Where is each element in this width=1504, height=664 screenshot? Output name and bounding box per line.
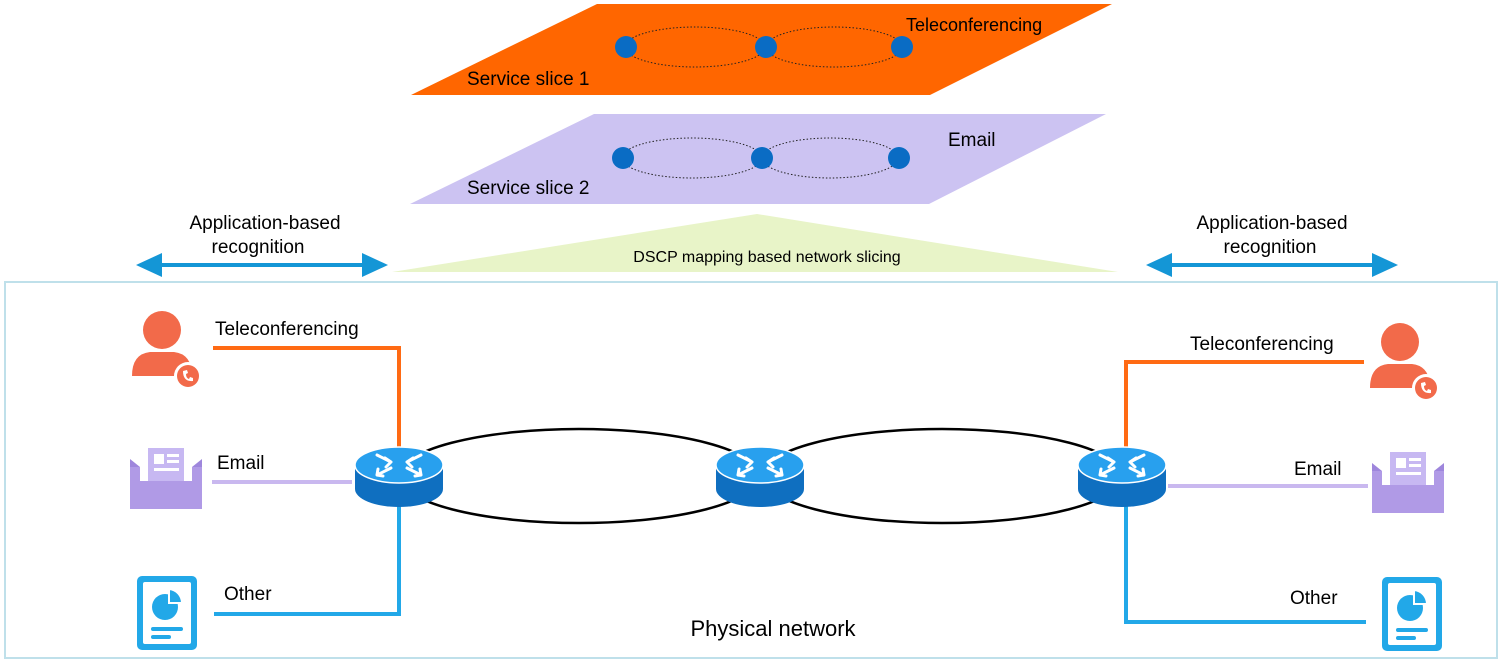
slice-1-node bbox=[755, 36, 777, 58]
report-icon bbox=[1381, 576, 1443, 652]
recognition-left-line1: Application-based bbox=[189, 213, 340, 234]
slice-1-node bbox=[615, 36, 637, 58]
left-access-links bbox=[212, 346, 401, 616]
slice-1-node bbox=[891, 36, 913, 58]
recognition-left-line2: recognition bbox=[212, 237, 305, 258]
slice-2-app-label: Email bbox=[948, 130, 996, 151]
recognition-right: Application-based recognition bbox=[1144, 213, 1400, 279]
recognition-right-line2: recognition bbox=[1224, 237, 1317, 258]
mapping-label: DSCP mapping based network slicing bbox=[633, 249, 900, 266]
right-other-line bbox=[1124, 500, 1366, 624]
mapping-triangle bbox=[392, 214, 1118, 272]
report-icon bbox=[136, 575, 198, 651]
left-teleconf-label: Teleconferencing bbox=[215, 319, 359, 340]
physical-network-label: Physical network bbox=[690, 616, 856, 641]
user-phone-icon bbox=[132, 311, 202, 390]
inbox-icon bbox=[1372, 452, 1444, 513]
left-other-label: Other bbox=[224, 584, 272, 605]
right-access-links bbox=[1124, 360, 1368, 624]
right-teleconf-line bbox=[1124, 360, 1364, 460]
recognition-right-line1: Application-based bbox=[1196, 213, 1347, 234]
left-email-label: Email bbox=[217, 453, 265, 474]
slice-2-node bbox=[612, 147, 634, 169]
left-teleconf-line bbox=[213, 346, 401, 460]
router-icon bbox=[714, 445, 806, 509]
right-other-label: Other bbox=[1290, 588, 1338, 609]
slice-1-name: Service slice 1 bbox=[467, 69, 590, 90]
right-teleconf-label: Teleconferencing bbox=[1190, 334, 1334, 355]
inbox-icon bbox=[130, 448, 202, 509]
service-slice-2: Email Service slice 2 bbox=[410, 114, 1106, 204]
user-phone-icon bbox=[1370, 323, 1440, 402]
slice-2-node bbox=[888, 147, 910, 169]
router-icon bbox=[1076, 445, 1168, 509]
recognition-left: Application-based recognition bbox=[134, 213, 390, 279]
slice-2-name: Service slice 2 bbox=[467, 178, 590, 199]
physical-network-frame bbox=[4, 281, 1498, 659]
dscp-mapping-band: DSCP mapping based network slicing bbox=[392, 214, 1118, 272]
router-icon bbox=[353, 445, 445, 509]
right-email-label: Email bbox=[1294, 459, 1342, 480]
left-other-line bbox=[214, 500, 401, 616]
slice-2-node bbox=[751, 147, 773, 169]
service-slice-1: Teleconferencing Service slice 1 bbox=[411, 4, 1112, 95]
slice-1-app-label: Teleconferencing bbox=[906, 15, 1042, 35]
